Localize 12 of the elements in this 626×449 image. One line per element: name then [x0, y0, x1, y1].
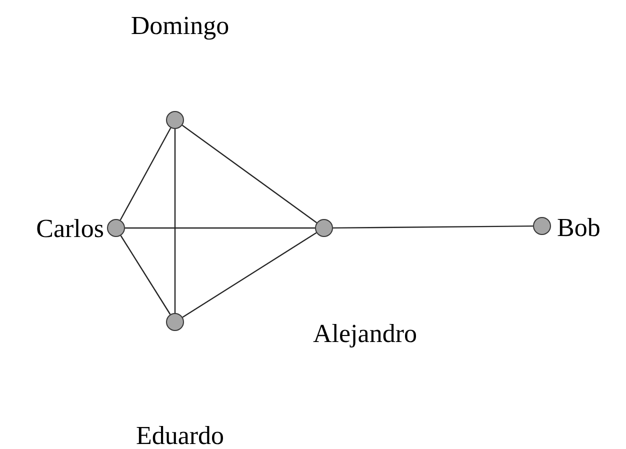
node-label: Domingo	[130, 13, 230, 39]
edge-line	[182, 124, 318, 224]
node-label: Bob	[557, 215, 600, 241]
edge-line	[120, 128, 172, 220]
node-label: Alejandro	[313, 321, 417, 347]
edge-line	[182, 232, 317, 318]
edge-line	[174, 129, 176, 313]
edge-line	[120, 235, 171, 315]
edge-line	[125, 227, 315, 229]
node-label: Carlos	[36, 216, 104, 242]
edge-line	[333, 225, 533, 229]
node-label: Eduardo	[136, 423, 224, 449]
